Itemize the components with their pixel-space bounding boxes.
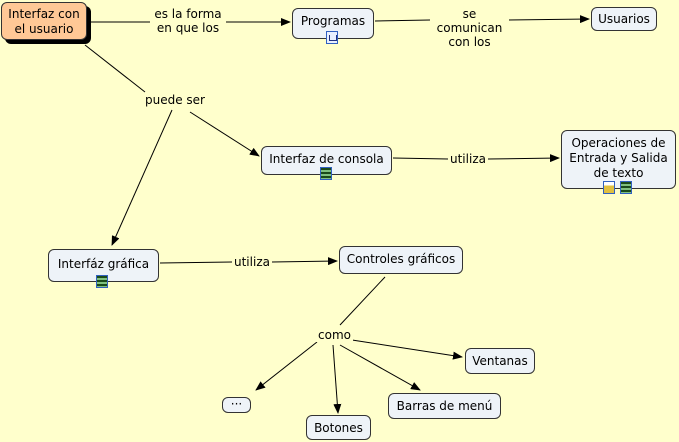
link-utiliza-consola[interactable]: utiliza (448, 152, 488, 166)
concept-usuarios[interactable]: Usuarios (591, 7, 657, 31)
concept-label: Interfaz de consola (269, 152, 384, 166)
concept-label: Usuarios (598, 12, 650, 26)
line-controles-como (339, 276, 386, 326)
concept-operaciones[interactable]: Operaciones de Entrada y Salida de texto (561, 130, 676, 189)
link-como[interactable]: como (316, 328, 353, 342)
concept-label: Botones (314, 421, 363, 435)
concept-label: Ventanas (472, 354, 528, 368)
concept-label: Controles gráficos (346, 252, 456, 266)
link-se-comunican[interactable]: se comunican con los (430, 7, 509, 49)
arrow-to-operaciones (487, 154, 560, 163)
concept-label: Barras de menú (396, 399, 493, 413)
concept-barras-de-menu[interactable]: Barras de menú (388, 393, 501, 419)
line-consola-utiliza (392, 157, 449, 160)
video-icon[interactable] (96, 275, 108, 288)
concept-label: Interfáz gráfica (57, 257, 150, 271)
concept-map-icon[interactable] (326, 31, 338, 44)
concept-botones[interactable]: Botones (306, 415, 371, 440)
arrow-to-mas (255, 341, 318, 391)
link-utiliza-grafica[interactable]: utiliza (232, 255, 272, 269)
arrow-to-usuarios (504, 15, 590, 24)
concept-label: Operaciones de Entrada y Salida de texto (569, 136, 668, 180)
concept-interfaz-con-el-usuario[interactable]: Interfaz con el usuario (1, 2, 87, 40)
arrow-to-ventanas (351, 339, 463, 360)
concept-label: Programas (300, 14, 366, 28)
arrow-to-controles (271, 257, 338, 266)
arrow-to-grafica (111, 109, 173, 246)
link-puede-ser[interactable]: puede ser (143, 93, 207, 107)
video-icon[interactable] (620, 181, 632, 194)
line-programas-label (374, 19, 431, 22)
concept-label: ··· (230, 397, 243, 411)
concept-ventanas[interactable]: Ventanas (465, 348, 535, 374)
arrow-to-consola (189, 111, 260, 157)
document-icon[interactable] (603, 181, 615, 194)
line-root-puede-ser (84, 44, 146, 93)
line-grafica-utiliza (159, 261, 233, 264)
concept-more[interactable]: ··· (222, 397, 251, 413)
link-es-la-forma[interactable]: es la forma en que los (150, 7, 226, 35)
concept-label: Interfaz con el usuario (8, 7, 80, 36)
arrow-to-barras (339, 344, 421, 391)
video-icon[interactable] (320, 167, 332, 180)
arrow-to-botones (332, 344, 342, 414)
concept-interfaz-grafica[interactable]: Interfáz gráfica (48, 249, 159, 282)
concept-controles-graficos[interactable]: Controles gráficos (339, 246, 463, 274)
